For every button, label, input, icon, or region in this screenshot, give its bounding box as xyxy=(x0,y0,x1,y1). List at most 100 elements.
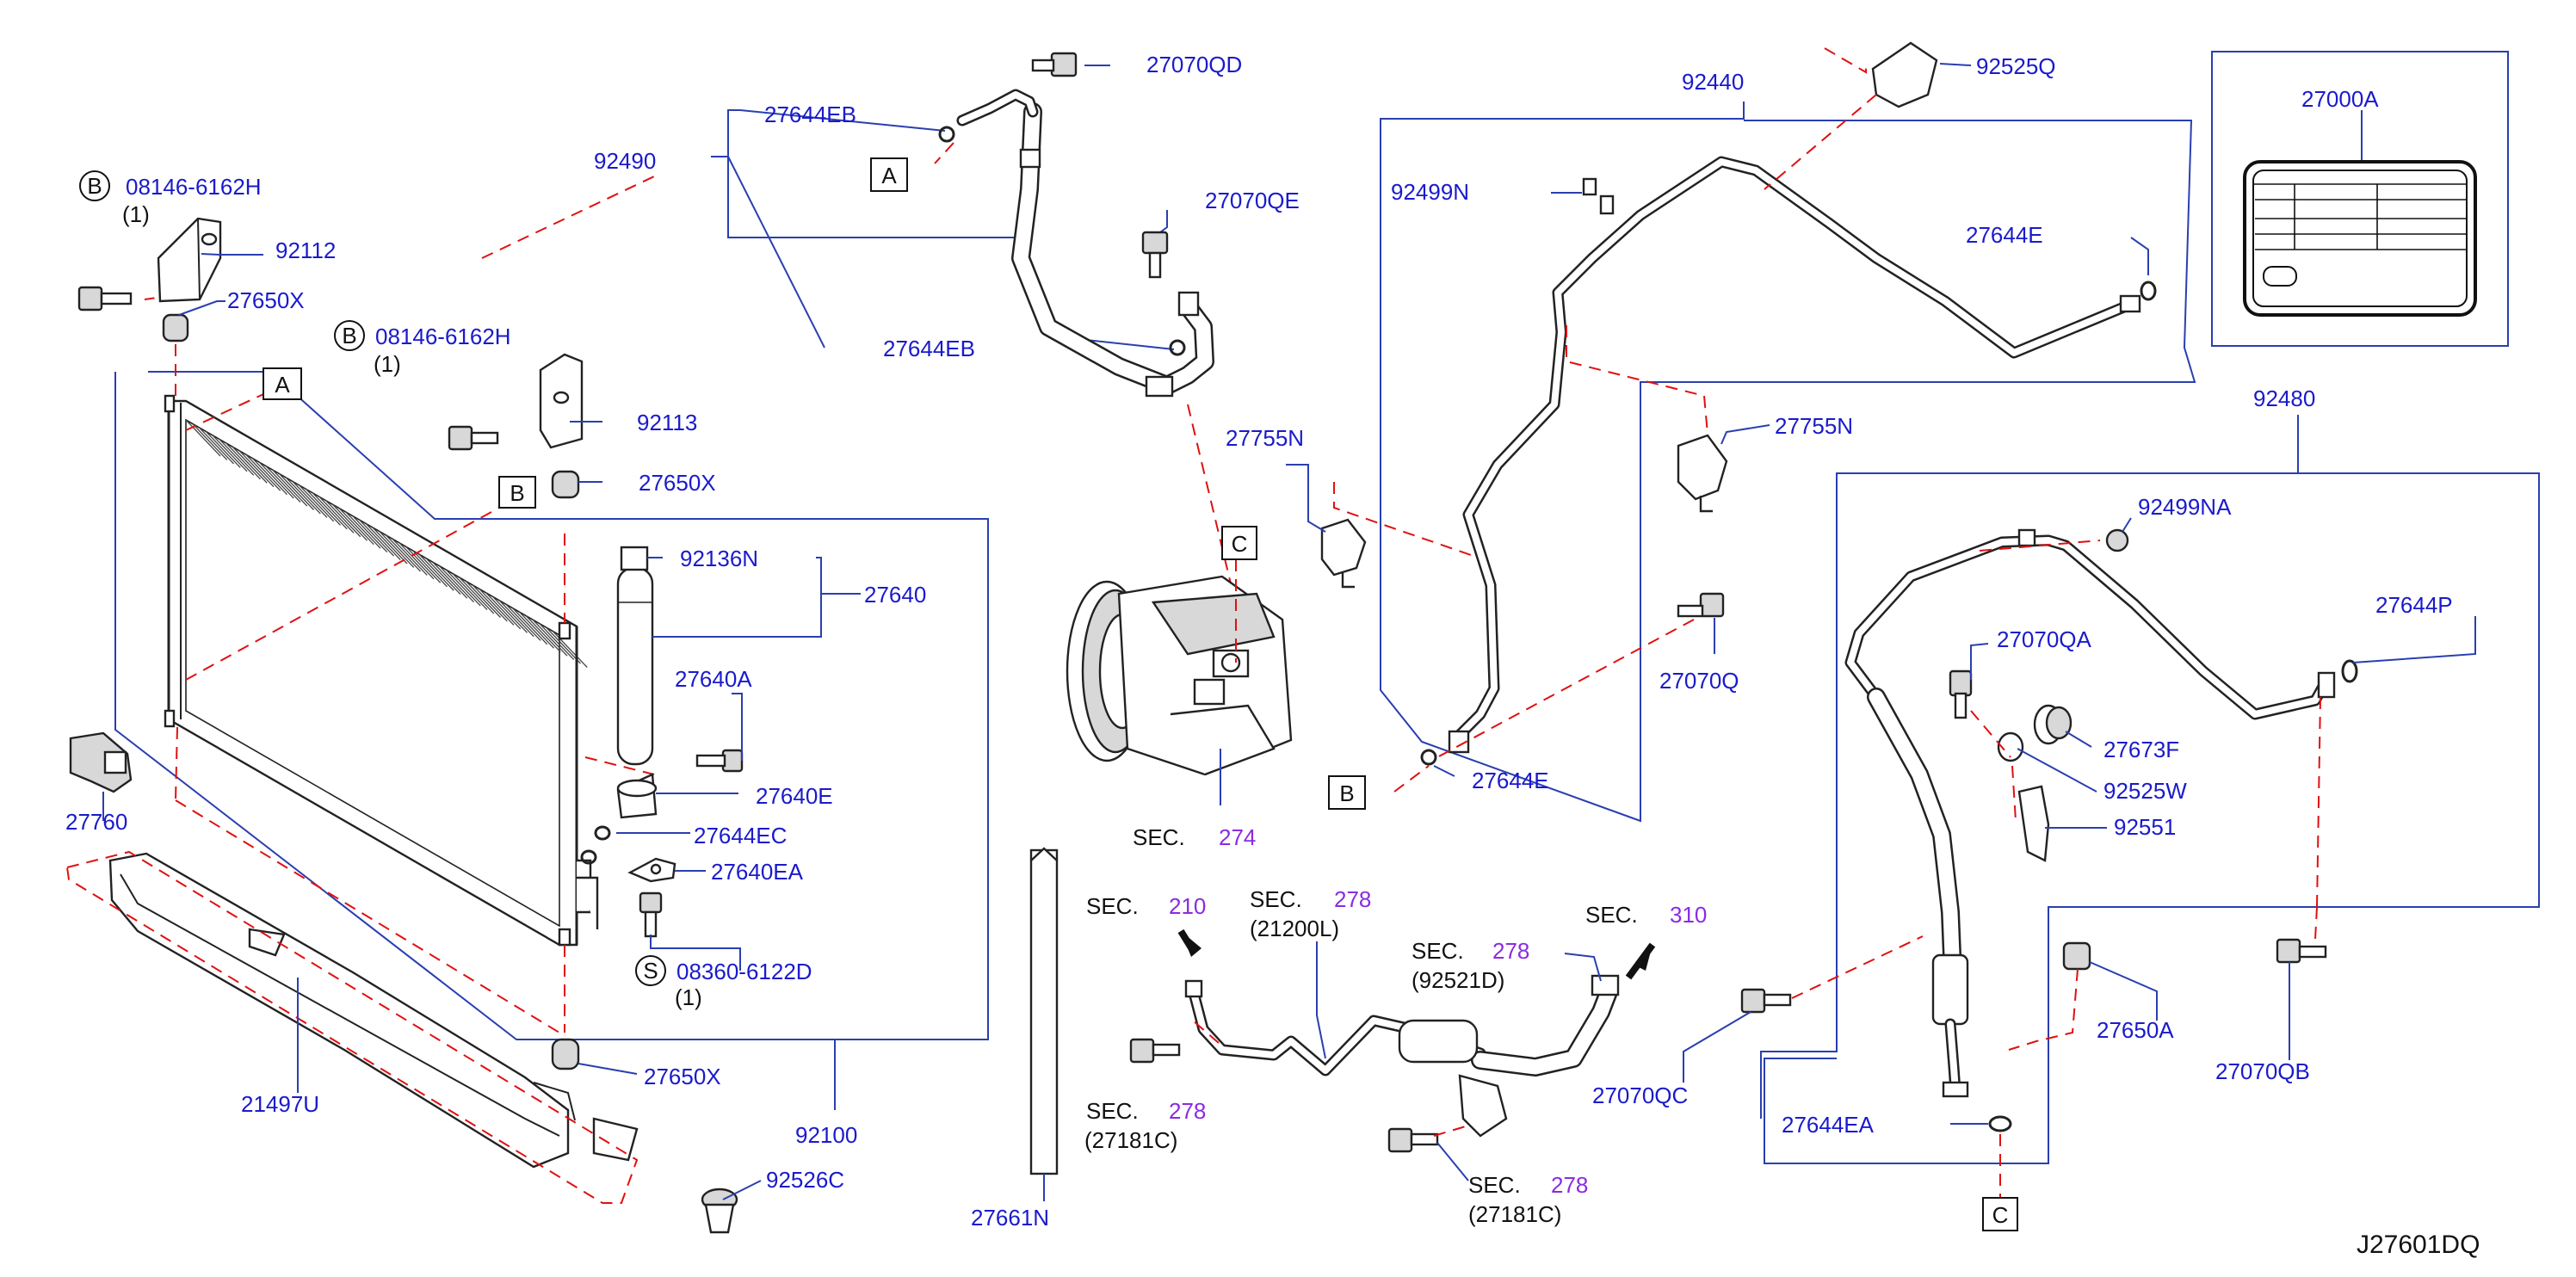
label-27661n: 27661N xyxy=(971,1205,1049,1231)
bolt-27070qe xyxy=(1141,231,1169,279)
sec-278-d-prefix: SEC. xyxy=(1468,1172,1521,1198)
liquid-pipe-illustration xyxy=(1448,156,2141,754)
grommet-27650x-3 xyxy=(551,1038,580,1070)
sec-278-c: 278 xyxy=(1169,1098,1206,1124)
pipe-92440-group xyxy=(1286,41,2196,823)
sensor-27760 xyxy=(69,731,133,793)
part-labels: B 08146-6162H (1) 92112 27650X B 08146-6… xyxy=(65,52,2480,1259)
air-guide-21497u xyxy=(108,852,639,1169)
label-27650x-2: 27650X xyxy=(639,470,716,496)
sec-278-a-prefix: SEC. xyxy=(1250,886,1302,912)
label-27070qa: 27070QA xyxy=(1997,626,2092,652)
bolt-27070qc xyxy=(1740,988,1792,1014)
label-27644eb-2: 27644EB xyxy=(883,336,975,361)
marker-b-pipe: B xyxy=(1339,780,1354,806)
label-92100: 92100 xyxy=(795,1122,857,1148)
label-27755n-1: 27755N xyxy=(1226,425,1304,451)
spacer-27673f xyxy=(2033,704,2073,745)
o-ring-27644e-1 xyxy=(2140,281,2157,301)
label-92136n: 92136N xyxy=(680,546,758,571)
hose-92490-group xyxy=(711,52,1240,620)
label-27640: 27640 xyxy=(864,582,926,608)
circle-b-marker-2 xyxy=(334,320,365,351)
bolt-27640a xyxy=(695,749,744,773)
label-27640e: 27640E xyxy=(756,783,833,809)
bolt-08146-6162h-upper xyxy=(77,286,133,312)
clip-92526c xyxy=(701,1188,738,1234)
o-ring-27644p xyxy=(2341,659,2358,683)
clip-92525q xyxy=(1871,41,1938,108)
o-ring-27644ec xyxy=(580,825,611,865)
bolt-sec278-27181c-left xyxy=(1129,1038,1181,1064)
label-27000a: 27000A xyxy=(2301,86,2379,112)
label-27644e-1: 27644E xyxy=(1966,222,2043,248)
label-27640a: 27640A xyxy=(675,666,752,692)
sec-310-prefix: SEC. xyxy=(1585,902,1638,928)
label-27640ea: 27640EA xyxy=(711,859,804,885)
bolt-27070qb xyxy=(2276,938,2327,964)
circle-b-letter-1: B xyxy=(87,173,102,199)
cap-92499na xyxy=(2105,528,2129,552)
sec-274-prefix: SEC. xyxy=(1133,824,1185,850)
bracket-92113 xyxy=(539,353,584,449)
sec-278-d-sub: (27181C) xyxy=(1468,1201,1561,1227)
label-92113: 92113 xyxy=(637,410,697,435)
label-27755n-2: 27755N xyxy=(1775,413,1853,439)
marker-c-hose: C xyxy=(1992,1202,2009,1228)
marker-b-box-pipe xyxy=(1328,775,1366,810)
label-08146-6162h-1: 08146-6162H xyxy=(126,174,262,200)
label-92525q: 92525Q xyxy=(1976,53,2056,79)
label-92526c: 92526C xyxy=(766,1167,844,1193)
sec-278-d: 278 xyxy=(1551,1172,1588,1198)
condenser-illustration xyxy=(164,394,599,947)
circle-s-marker xyxy=(635,955,666,986)
circle-b-letter-2: B xyxy=(342,323,356,349)
seal-27661n xyxy=(1029,847,1059,1201)
marker-c-box-compressor xyxy=(1221,526,1257,560)
label-27673f: 27673F xyxy=(2103,737,2179,762)
sec-278-c-prefix: SEC. xyxy=(1086,1098,1139,1124)
clamp-27755n-right xyxy=(1677,434,1728,513)
sec-210-prefix: SEC. xyxy=(1086,893,1139,919)
sec-278-b: 278 xyxy=(1492,938,1529,964)
receiver-drier-27640 xyxy=(616,546,654,766)
sec-210: 210 xyxy=(1169,893,1206,919)
qty-1a: (1) xyxy=(122,201,150,227)
bolt-sec278-27181c-right xyxy=(1387,1127,1439,1153)
clamp-27755n-left xyxy=(1320,518,1367,589)
marker-a-hose: A xyxy=(881,163,897,188)
bolt-27070qd xyxy=(1031,52,1078,77)
label-27760: 27760 xyxy=(65,809,127,835)
bracket-92112 xyxy=(157,217,222,303)
label-08360-6122d: 08360-6122D xyxy=(676,959,812,984)
qty-1c: (1) xyxy=(675,984,702,1010)
marker-b-box-condenser xyxy=(498,476,536,509)
label-27650a: 27650A xyxy=(2097,1017,2174,1043)
label-92112: 92112 xyxy=(275,238,336,263)
label-27644ea: 27644EA xyxy=(1782,1112,1875,1138)
label-27000a-group xyxy=(2211,51,2509,347)
sec-278-c-sub: (27181C) xyxy=(1084,1127,1177,1153)
label-27070qe: 27070QE xyxy=(1205,188,1300,213)
o-ring-27644eb-1 xyxy=(938,126,955,143)
nut-27650a xyxy=(2062,941,2091,971)
o-ring-27644e-2 xyxy=(1420,749,1437,766)
label-08146-6162h-2: 08146-6162H xyxy=(375,324,511,349)
label-92499na: 92499NA xyxy=(2138,494,2232,520)
label-27070qc: 27070QC xyxy=(1592,1083,1688,1108)
label-21497u: 21497U xyxy=(241,1091,319,1117)
condenser-group xyxy=(65,176,989,1234)
bracket-27640ea xyxy=(627,857,676,883)
o-ring-27644ea xyxy=(1988,1115,2012,1132)
caution-label-illustration xyxy=(2243,160,2477,317)
label-27650x-1: 27650X xyxy=(227,287,305,313)
suction-line-illustration xyxy=(1184,974,1620,1138)
label-92440: 92440 xyxy=(1682,69,1744,95)
sec-278-a: 278 xyxy=(1334,886,1371,912)
bracket-92551 xyxy=(2017,785,2050,862)
label-92499n: 92499N xyxy=(1391,179,1469,205)
bolt-27070q xyxy=(1677,592,1725,618)
label-92490: 92490 xyxy=(594,148,656,174)
label-27070qd: 27070QD xyxy=(1146,52,1242,77)
sec-278-a-sub: (21200L) xyxy=(1250,916,1339,941)
